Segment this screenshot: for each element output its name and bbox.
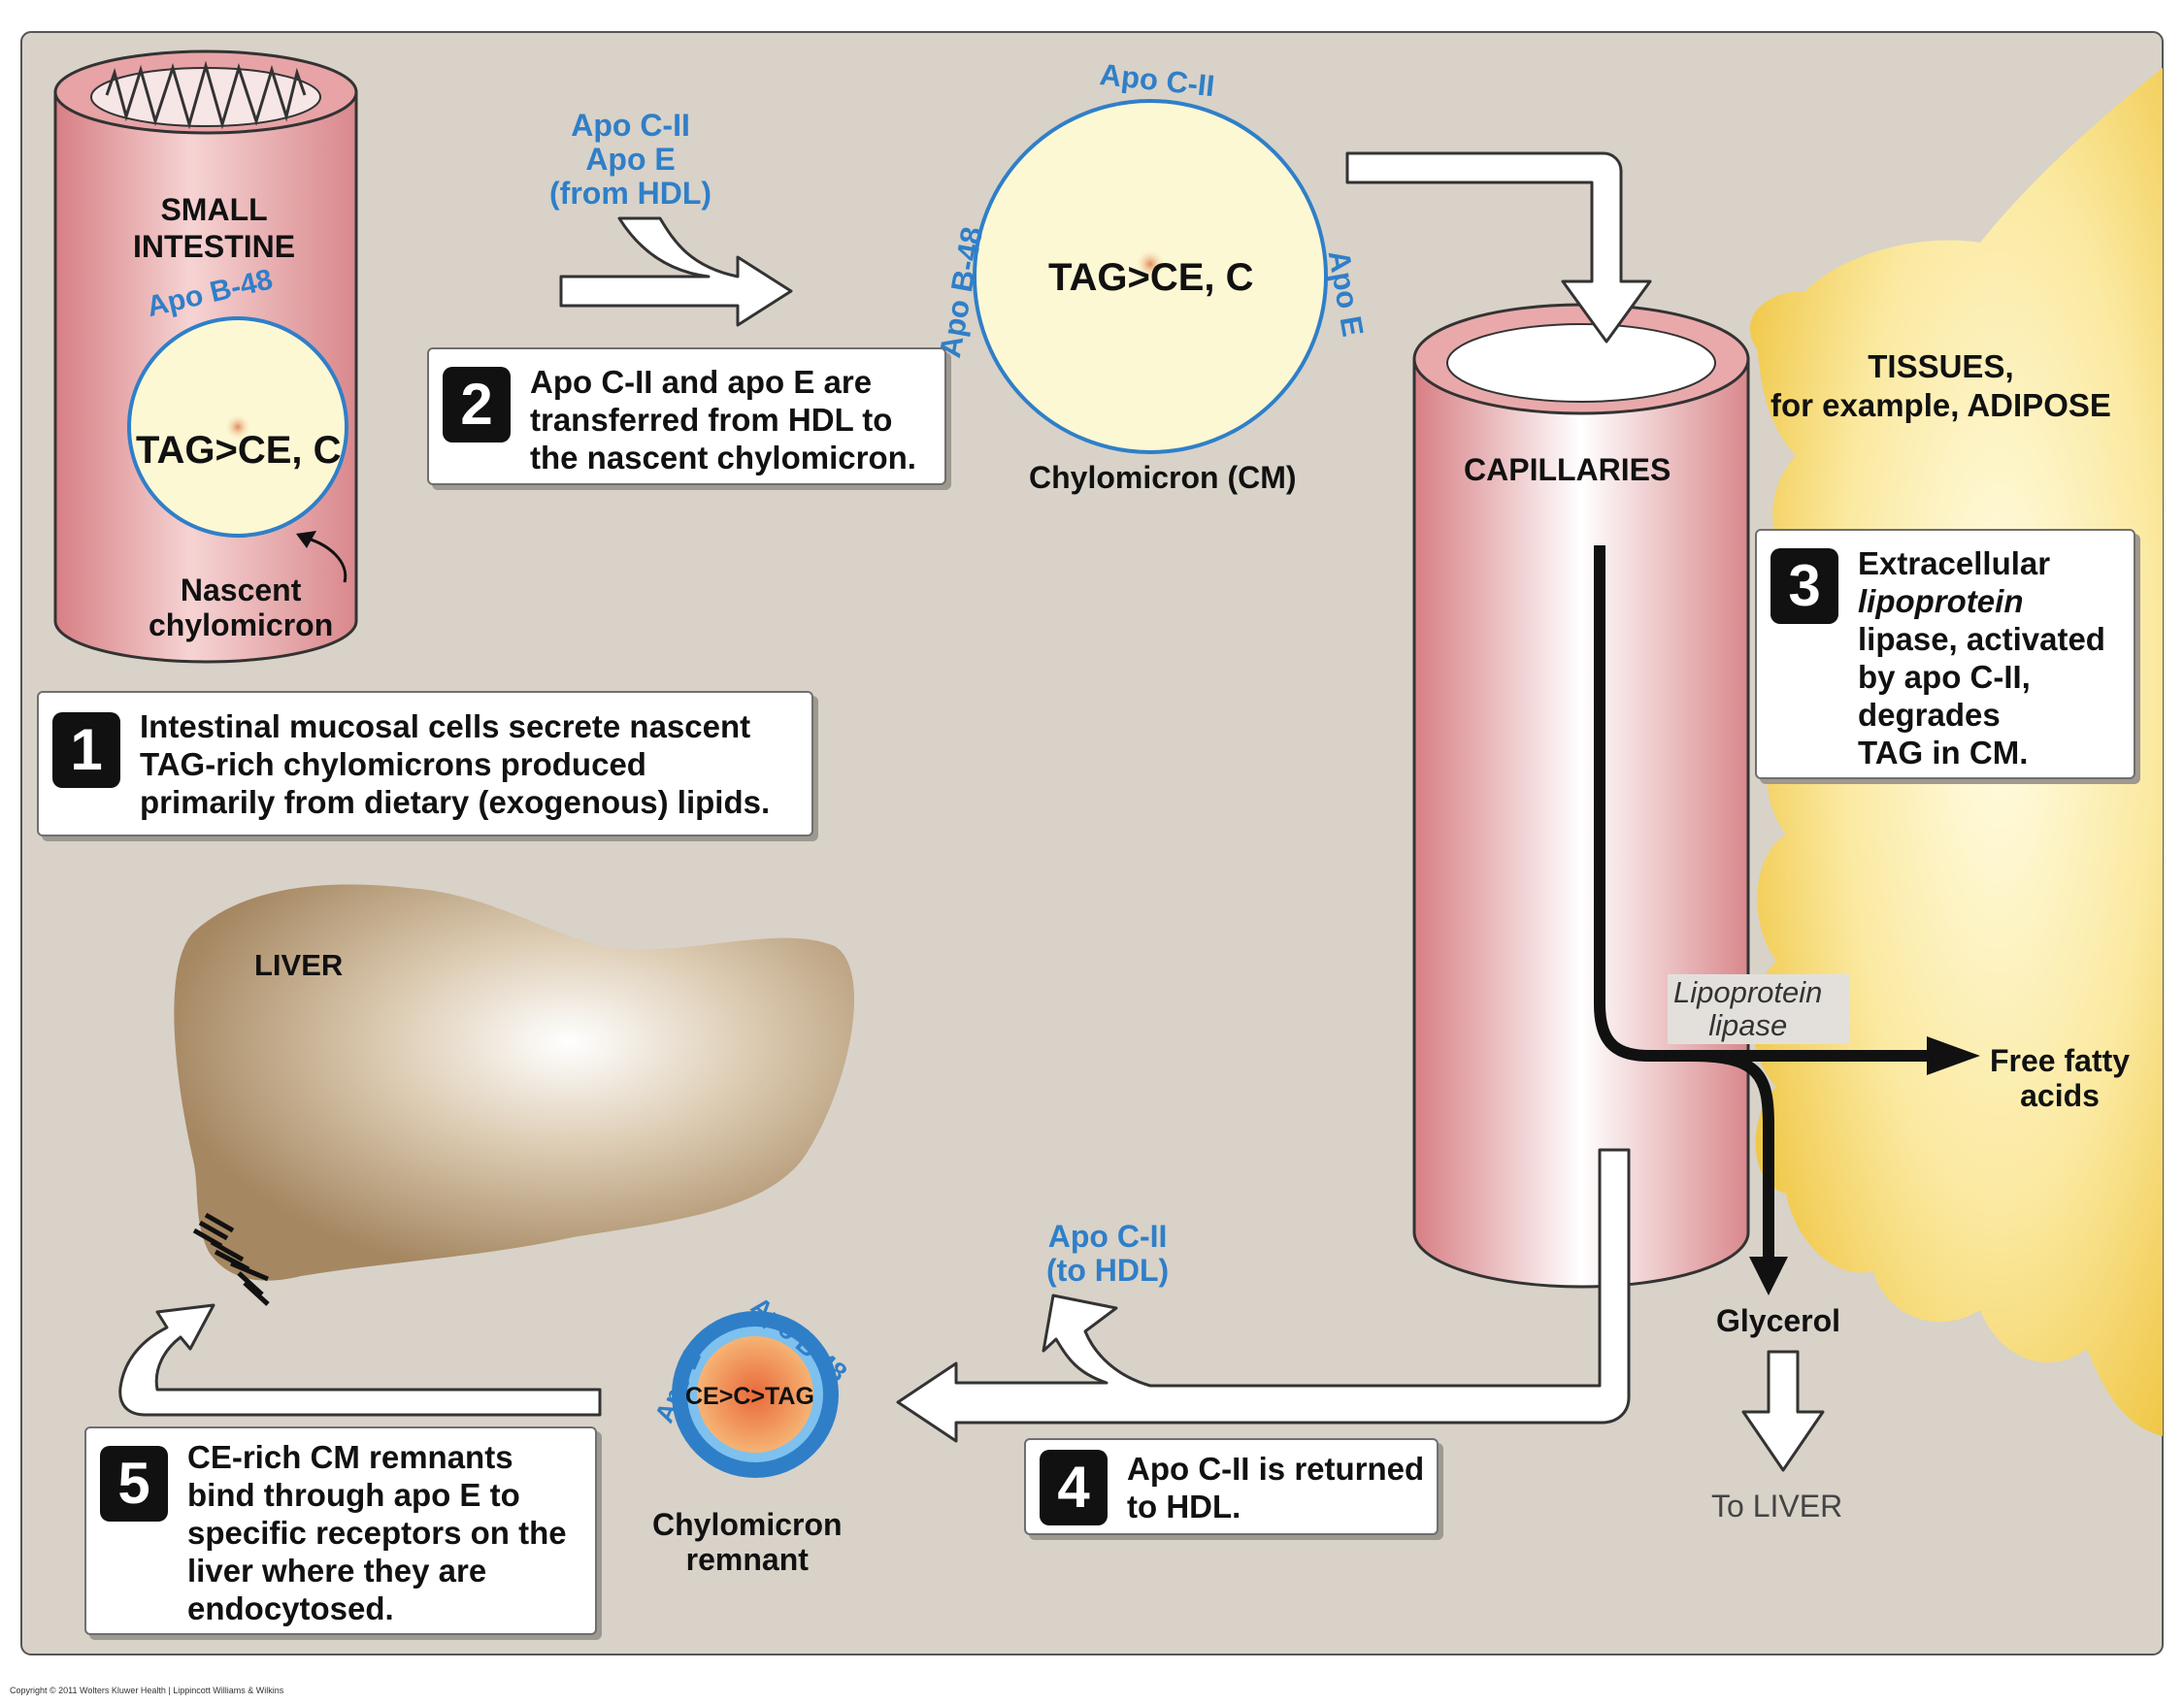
step-2-number: 2	[443, 367, 511, 442]
glycerol-label: Glycerol	[1716, 1303, 1841, 1338]
chylomicron-content-label: TAG>CE, C	[1048, 256, 1254, 299]
to-liver-label: To LIVER	[1711, 1489, 1843, 1524]
step-3-number: 3	[1770, 548, 1838, 624]
copyright-text: Copyright © 2011 Wolters Kluwer Health |…	[10, 1686, 284, 1695]
liver-label: LIVER	[254, 948, 344, 982]
capillaries-label: CAPILLARIES	[1464, 452, 1671, 487]
step-3-box: 3 Extracellular lipoprotein lipase, acti…	[1755, 529, 2135, 779]
step-5-number: 5	[100, 1446, 168, 1522]
step-1-box: 1 Intestinal mucosal cells secrete nasce…	[37, 691, 813, 836]
chylomicron-label: Chylomicron (CM)	[1029, 460, 1297, 495]
step-3-text: Extracellular lipoprotein lipase, activa…	[1858, 545, 2105, 770]
lipase-pathway	[1594, 545, 1936, 1262]
nascent-content-label: TAG>CE, C	[136, 429, 342, 472]
nascent-chylomicron	[127, 316, 348, 538]
remnant-content-label: CE>C>TAG	[685, 1383, 814, 1410]
liver-receptors	[192, 1212, 270, 1306]
glycerol-arrowhead	[1749, 1257, 1788, 1295]
step-1-text: Intestinal mucosal cells secrete nascent…	[140, 708, 771, 820]
tissues-label: TISSUES,for example, ADIPOSE	[1770, 348, 2111, 423]
return-arrow	[896, 1148, 1631, 1443]
step-4-number: 4	[1040, 1450, 1108, 1525]
lipase-label-background	[1668, 974, 1850, 1044]
liver-organ	[174, 884, 855, 1281]
remnant-to-liver-arrow	[118, 1303, 602, 1417]
to-liver-arrow	[1741, 1350, 1825, 1472]
transfer-arrow	[559, 216, 793, 327]
chylomicron	[973, 99, 1328, 454]
step-1-number: 1	[52, 712, 120, 788]
ffa-arrowhead	[1927, 1036, 1980, 1075]
chylomicron-remnant	[672, 1311, 839, 1478]
delivery-arrow	[1345, 151, 1652, 344]
apo-to-hdl-label: Apo C-II(to HDL)	[1046, 1219, 1170, 1288]
